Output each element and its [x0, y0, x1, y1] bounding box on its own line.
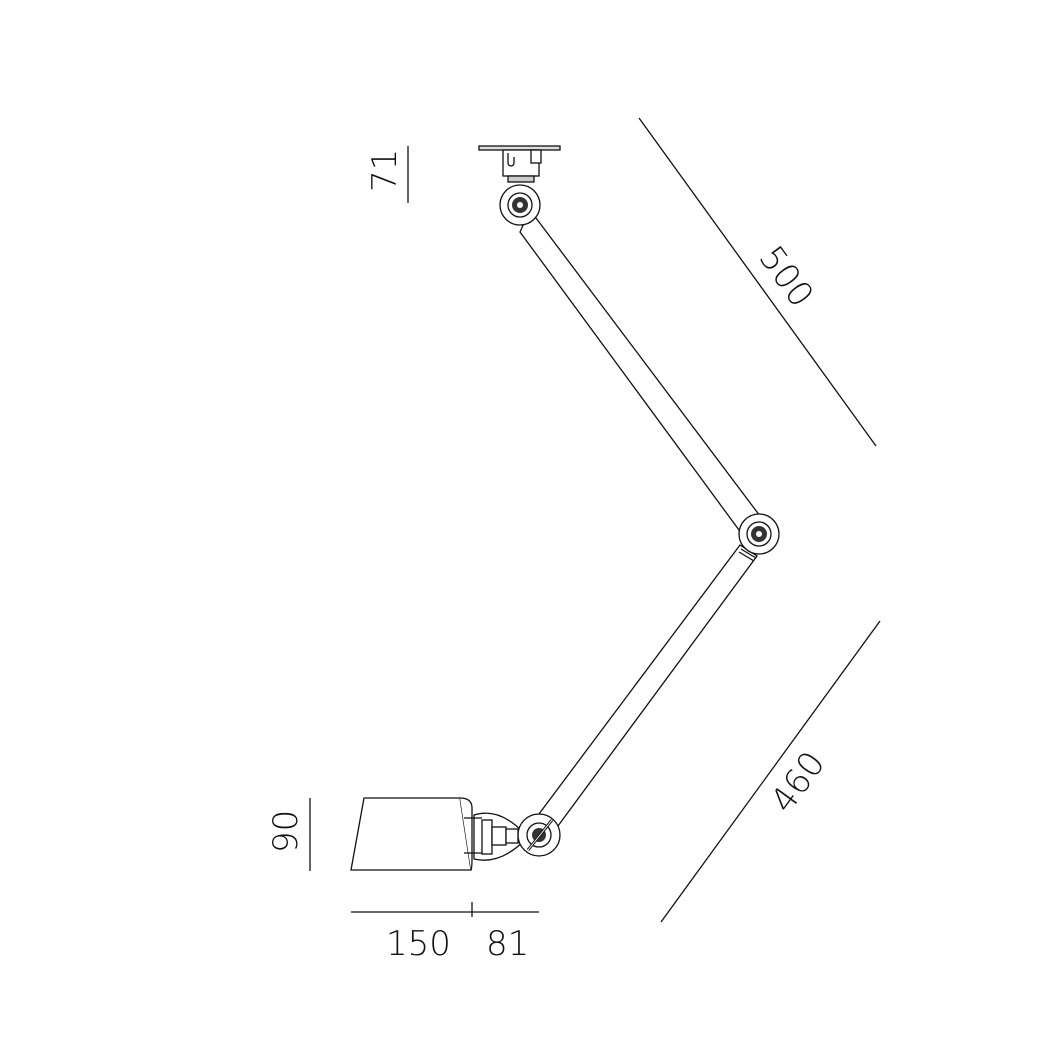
label-81: 81	[486, 924, 529, 964]
label-500: 500	[751, 239, 822, 315]
dim-line-460	[660, 620, 881, 923]
label-90: 90	[266, 810, 306, 853]
middle-joint	[738, 513, 780, 555]
lower-arm	[535, 544, 758, 831]
label-460: 460	[763, 744, 834, 820]
top-joint	[499, 184, 541, 226]
upper-arm	[519, 208, 764, 547]
label-150: 150	[386, 924, 451, 964]
label-71: 71	[365, 149, 405, 192]
lamp-shade	[350, 797, 482, 871]
bottom-joint	[517, 813, 561, 857]
dim-line-500	[638, 117, 877, 447]
mount-base	[478, 145, 561, 183]
